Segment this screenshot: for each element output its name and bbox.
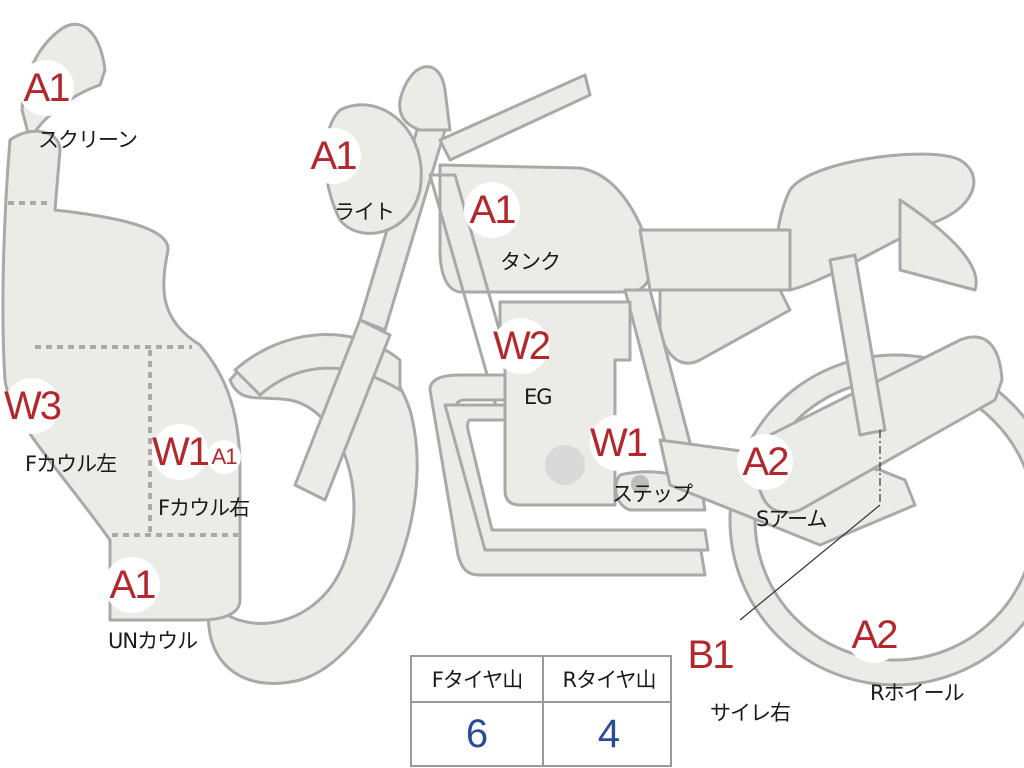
label-under-cowl: UNカウル — [108, 629, 198, 653]
marker-cowl-right[interactable]: W1 — [152, 424, 210, 480]
marker-swingarm[interactable]: A2 — [737, 434, 793, 490]
front-tire-value[interactable]: 6 — [465, 711, 489, 756]
marker-rear-wheel[interactable]: A2 — [846, 607, 902, 663]
label-tank: タンク — [500, 250, 561, 274]
label-swingarm: Sアーム — [756, 507, 827, 531]
marker-engine[interactable]: W2 — [493, 318, 551, 374]
label-rear-wheel: Rホイール — [870, 681, 965, 705]
label-engine: EG — [524, 385, 553, 409]
table-divider-horizontal — [412, 701, 670, 703]
marker-under-cowl[interactable]: A1 — [104, 557, 160, 613]
front-tire-header: Fタイヤ山 — [431, 668, 523, 692]
label-cowl-left: Fカウル左 — [25, 452, 117, 476]
label-light: ライト — [334, 200, 395, 224]
handlebar — [398, 65, 452, 132]
front-cowl — [1, 129, 242, 622]
marker-step[interactable]: W1 — [590, 415, 648, 471]
label-cowl-right: Fカウル右 — [158, 496, 250, 520]
marker-screen[interactable]: A1 — [18, 60, 74, 116]
marker-light[interactable]: A1 — [305, 128, 361, 184]
rear-tire-value[interactable]: 4 — [597, 711, 621, 756]
marker-silencer-right[interactable]: B1 — [682, 627, 738, 683]
marker-cowl-left[interactable]: W3 — [4, 378, 62, 434]
marker-tank[interactable]: A1 — [464, 182, 520, 238]
rear-tire-header: Rタイヤ山 — [562, 668, 657, 692]
label-step: ステップ — [612, 482, 693, 506]
marker-cowl-right-extra[interactable]: A1 — [207, 440, 241, 474]
front-fork — [293, 318, 392, 502]
tail-cowl — [658, 288, 792, 365]
label-screen: スクリーン — [38, 128, 138, 152]
label-silencer-right: サイレ右 — [710, 701, 791, 725]
tire-tread-table: Fタイヤ山 Rタイヤ山 6 4 — [410, 655, 672, 767]
table-divider-vertical — [542, 657, 544, 765]
